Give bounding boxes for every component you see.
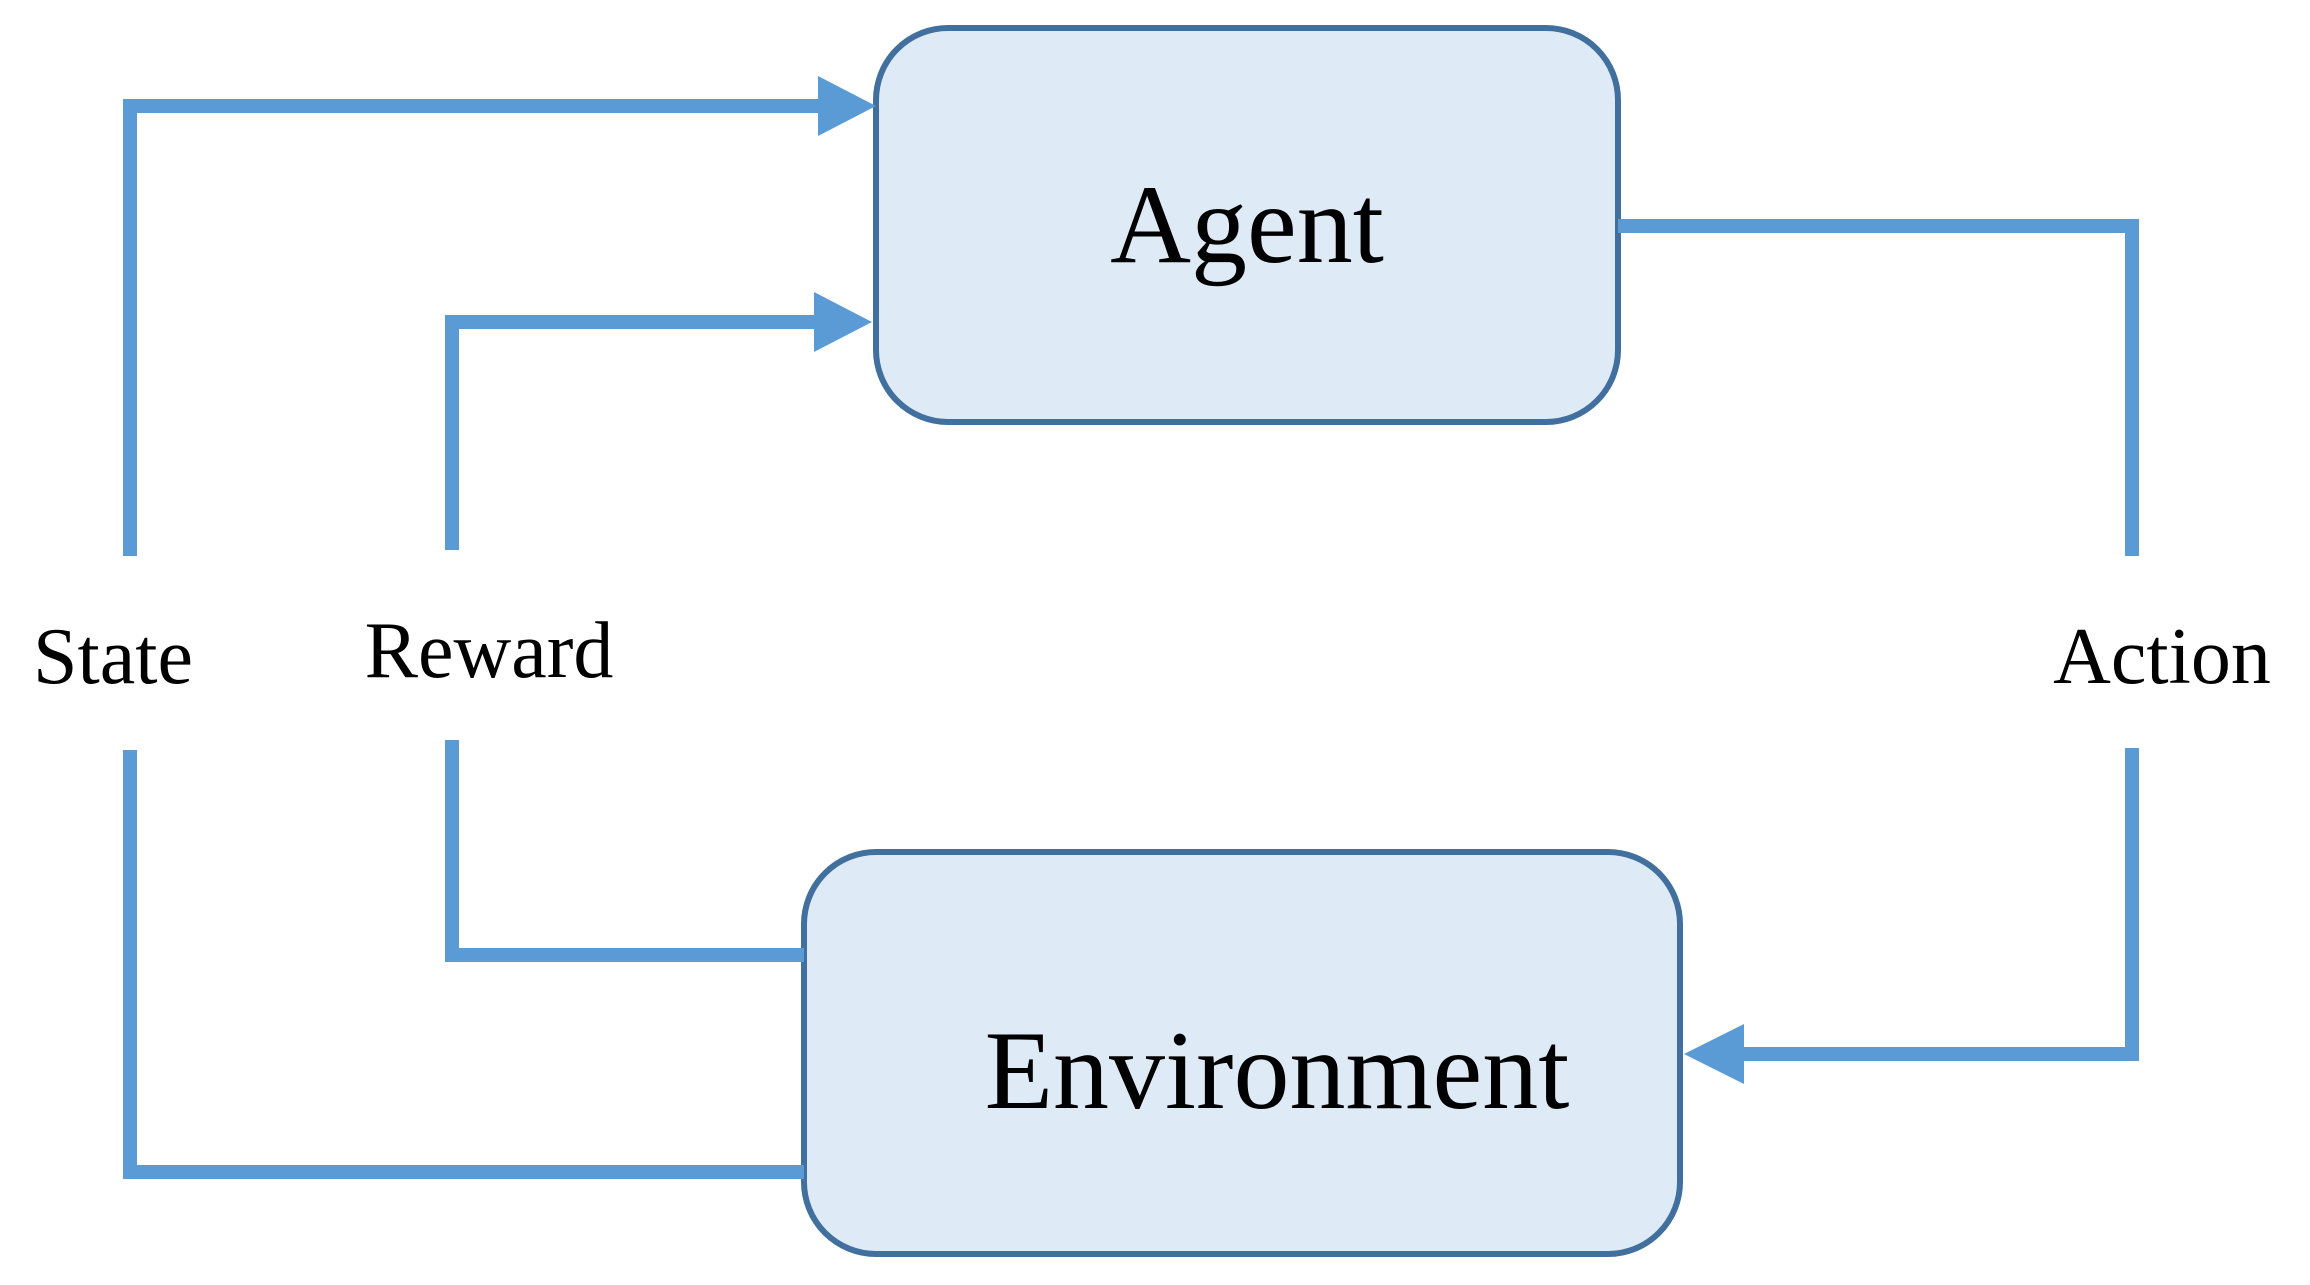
state-arrowhead xyxy=(818,76,876,136)
reward-line-upper xyxy=(445,315,818,550)
action-edge: Action xyxy=(1618,219,2271,1084)
reward-edge: Reward xyxy=(365,292,872,962)
action-arrowhead xyxy=(1684,1024,1744,1084)
state-edge: State xyxy=(33,76,876,1179)
reward-label: Reward xyxy=(365,607,614,695)
state-line-lower xyxy=(123,750,804,1179)
reward-line-lower xyxy=(445,740,804,962)
action-line-upper xyxy=(1618,219,2139,556)
agent-node: Agent xyxy=(873,25,1621,425)
reward-arrowhead xyxy=(814,292,872,352)
environment-label: Environment xyxy=(985,1009,1570,1133)
action-line-lower xyxy=(1732,748,2139,1061)
environment-node: Environment xyxy=(801,849,1683,1257)
agent-label: Agent xyxy=(1110,163,1384,287)
environment-box xyxy=(801,849,1683,1257)
state-label: State xyxy=(33,613,193,701)
state-line-upper xyxy=(123,99,822,556)
action-label: Action xyxy=(2053,613,2271,701)
